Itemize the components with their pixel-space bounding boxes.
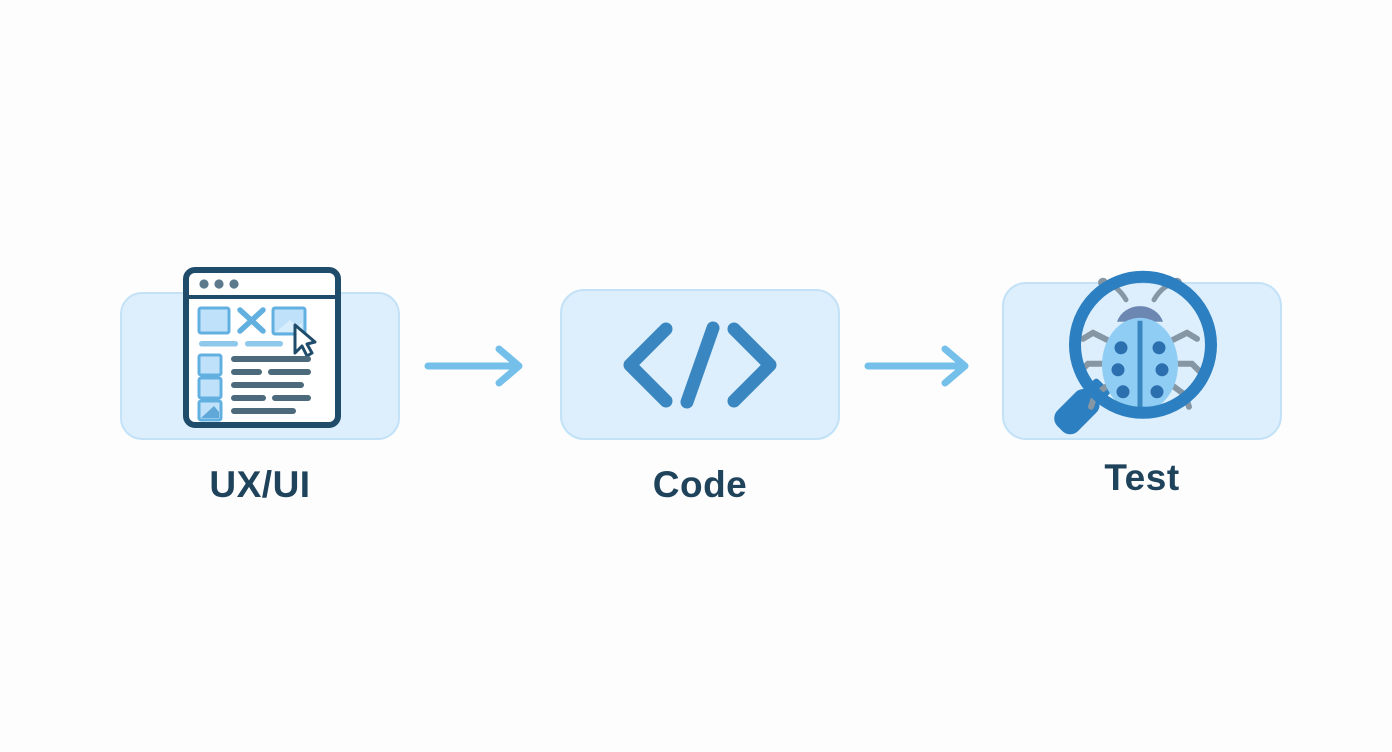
- flow-step-ux-ui[interactable]: UX/UI: [120, 267, 400, 505]
- code-brackets-icon: [620, 321, 780, 408]
- step-card-ux-ui[interactable]: [120, 267, 400, 440]
- arrow-right-icon-1: [424, 343, 530, 389]
- bug-magnifier-icon: [1047, 265, 1237, 450]
- step-label-test: Test: [1104, 457, 1180, 498]
- step-card-test[interactable]: [1002, 270, 1282, 440]
- browser-wireframe-icon: [183, 267, 341, 428]
- step-label-code: Code: [652, 464, 748, 505]
- arrow-right-icon-2: [864, 343, 976, 389]
- step-card-code[interactable]: [560, 289, 840, 440]
- flow-step-code[interactable]: Code: [560, 289, 840, 503]
- flow-step-test[interactable]: Test: [1002, 270, 1282, 498]
- step-label-ux-ui: UX/UI: [209, 464, 311, 505]
